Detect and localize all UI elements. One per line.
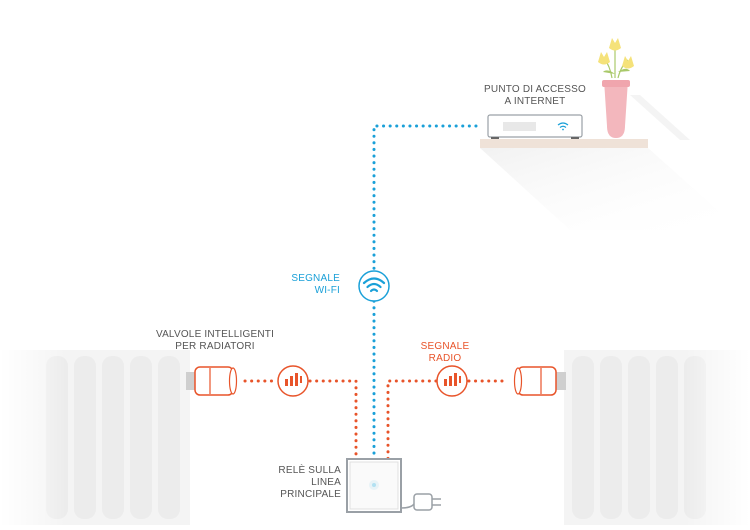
radio-signal-icon xyxy=(436,365,468,397)
thermostatic-valve-icon xyxy=(186,366,238,396)
radio-signal-label-line-2: RADIO xyxy=(428,353,462,364)
wifi-signal-label-line-2: WI-FI xyxy=(314,285,340,296)
wifi-icon xyxy=(358,270,390,302)
wifi-signal-label-line-1: SEGNALE xyxy=(291,273,340,284)
thermostatic-valve-icon xyxy=(513,366,566,396)
flower-vase-icon xyxy=(598,38,634,138)
plug-icon xyxy=(400,493,441,511)
radio-signal-icon xyxy=(277,365,309,397)
relay-label-line-3: PRINCIPALE xyxy=(280,489,341,500)
radio-signal-label-line-1: SEGNALE xyxy=(420,341,470,352)
router-icon xyxy=(487,114,583,139)
relay-label-line-1: RELÈ SULLA xyxy=(278,465,341,476)
radio-signal-label: SEGNALE RADIO xyxy=(400,341,490,365)
access-point-label: PUNTO DI ACCESSO A INTERNET xyxy=(470,84,600,108)
valves-label: VALVOLE INTELLIGENTI PER RADIATORI xyxy=(140,329,290,353)
shelf xyxy=(480,95,740,230)
radiator-icon xyxy=(564,350,750,525)
relay-label-line-2: LINEA xyxy=(311,477,341,488)
valves-label-line-2: PER RADIATORI xyxy=(175,341,255,352)
wifi-signal-label: SEGNALE WI-FI xyxy=(250,273,340,297)
valves-label-line-1: VALVOLE INTELLIGENTI xyxy=(155,329,275,340)
relay-box-icon xyxy=(346,458,402,513)
access-point-label-line-1: PUNTO DI ACCESSO xyxy=(484,84,586,95)
relay-label: RELÈ SULLA LINEA PRINCIPALE xyxy=(240,465,341,501)
radio-signal-path xyxy=(243,379,504,461)
access-point-label-line-2: A INTERNET xyxy=(504,96,566,107)
wifi-signal-path xyxy=(372,124,478,461)
radiator-icon xyxy=(0,350,190,525)
